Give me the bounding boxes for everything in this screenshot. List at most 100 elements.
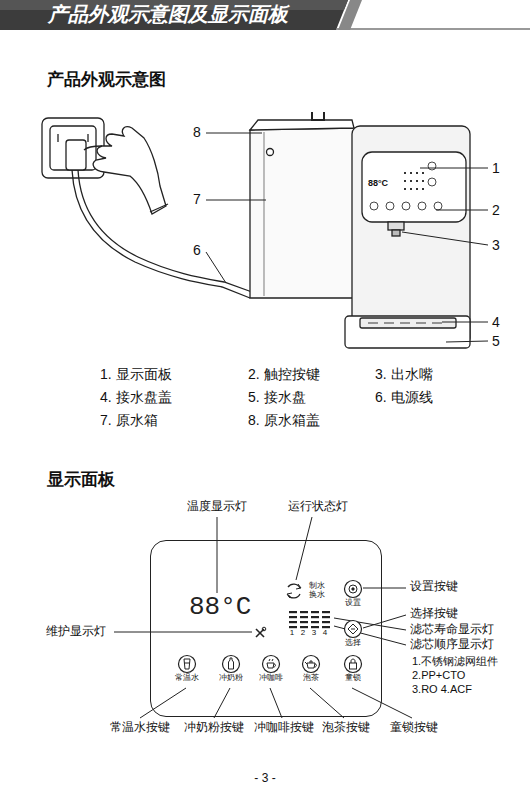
button-label: 设置 (342, 599, 364, 608)
filter-life-bars-stroke (289, 626, 297, 628)
front-tower-stroke (360, 318, 456, 328)
button-label: 冲奶粉 (217, 674, 245, 683)
front-tower-stroke-stroke (402, 202, 410, 210)
front-tower-stroke-stroke (418, 202, 426, 210)
front-tower-stroke (362, 152, 466, 222)
water-tank-stroke (263, 132, 264, 296)
front-tower-stroke-stroke (428, 178, 436, 186)
front-tower-stroke-stroke (422, 180, 424, 182)
filter-life-bars-stroke (300, 621, 308, 623)
front-tower-stroke-stroke (410, 188, 412, 190)
filter-life-bars-stroke (300, 626, 308, 628)
section-heading: 产品外观示意图 (47, 70, 166, 90)
filter-note: 3.RO 4.ACF (412, 683, 472, 696)
hand-stroke (93, 127, 166, 214)
filter-life-bars-stroke (311, 626, 319, 628)
leader-line-stroke (206, 200, 266, 201)
callout-label: 冲奶粉按键 (184, 721, 244, 735)
button-icon (349, 585, 357, 593)
part-list-item: 1. 显示面板 (100, 366, 172, 382)
callout-number: 1 (492, 160, 500, 176)
button-circle-stroke (223, 656, 240, 673)
front-tower-stroke-stroke (410, 180, 412, 182)
button-icon (184, 659, 190, 669)
select-button: 选择 (342, 619, 364, 648)
filter-life-bars-stroke (322, 611, 330, 613)
front-tower-stroke (392, 230, 400, 236)
front-tower-stroke (388, 222, 404, 230)
tank-lid-stroke (312, 112, 324, 120)
leader-line-stroke (363, 588, 406, 589)
callout-number: 8 (193, 124, 201, 140)
callout-label: 设置按键 (410, 580, 458, 594)
callout-number: 4 (492, 314, 500, 330)
front-tower-stroke-stroke (428, 162, 436, 170)
front-tower-stroke-stroke (416, 180, 418, 182)
callout-label: 滤芯寿命显示灯 (410, 623, 494, 637)
maintenance-icon-stroke (262, 627, 266, 631)
leader-line-stroke (442, 322, 488, 323)
button-icon (229, 658, 234, 669)
filter-life-bars (289, 611, 330, 628)
filter-life-bars-stroke (322, 621, 330, 623)
button-icon (267, 659, 275, 668)
maintenance-icon (256, 627, 266, 637)
wall-outlet-stroke (87, 134, 88, 142)
leader-line-stroke (206, 133, 262, 134)
button-circle (221, 654, 241, 674)
callout-number: 3 (492, 237, 500, 253)
button-label: 常温水 (173, 674, 201, 683)
part-list-item: 7. 原水箱 (100, 412, 158, 428)
front-tower-stroke-stroke (422, 188, 424, 190)
part-list-item: 3. 出水嘴 (375, 366, 433, 382)
callout-label: 冲咖啡按键 (254, 721, 314, 735)
callout-label: 运行状态灯 (288, 500, 348, 514)
button-icon-stroke (350, 663, 357, 669)
leader-line-stroke (420, 168, 488, 169)
power-cord-stroke (78, 170, 252, 292)
button-icon-stroke (349, 585, 357, 593)
button-label: 童锁 (342, 674, 364, 683)
button-icon-stroke (351, 659, 355, 663)
button-circle (177, 654, 197, 674)
button-label: 冲咖啡 (257, 674, 285, 683)
leader-line-stroke (352, 688, 412, 718)
coffee-button: 冲咖啡 (257, 654, 285, 683)
power-cord-stroke (66, 140, 86, 170)
water-tank (250, 128, 354, 298)
button-circle (261, 654, 281, 674)
status-text: 制水 换水 (309, 582, 327, 600)
hand-stroke (150, 204, 168, 212)
part-list-item: 4. 接水盘盖 (100, 389, 172, 405)
front-tower-stroke (368, 322, 442, 323)
setting-button: 设置 (342, 579, 364, 608)
part-list-item: 6. 电源线 (375, 389, 433, 405)
callout-number: 6 (193, 242, 201, 258)
milk-button: 冲奶粉 (217, 654, 245, 683)
title-banner-stroke (336, 28, 530, 30)
filter-life-bars-stroke (322, 626, 330, 628)
button-circle (343, 619, 363, 639)
front-tower-stroke-stroke (422, 172, 424, 174)
button-label: 泡茶 (300, 674, 322, 683)
leader-line-stroke (270, 688, 282, 718)
button-icon-stroke (229, 658, 234, 669)
button-label: 选择 (342, 639, 364, 648)
filter-number: 4 (323, 628, 327, 637)
title-banner (0, 0, 530, 30)
callout-label: 温度显示灯 (187, 500, 247, 514)
filter-life-bars-stroke (311, 616, 319, 618)
button-icon-stroke (351, 629, 355, 630)
hand (84, 127, 168, 214)
callout-label: 维护显示灯 (46, 625, 106, 639)
leader-line-stroke (296, 517, 312, 580)
front-tower-stroke-stroke (404, 180, 406, 182)
front-tower-stroke-stroke (370, 202, 378, 210)
title-banner-stroke (338, 0, 362, 30)
button-circle-stroke (345, 621, 362, 638)
wall-outlet-stroke (57, 134, 58, 142)
leader-line-stroke (140, 688, 186, 718)
filter-life-bars-stroke (289, 616, 297, 618)
filter-life-bars-stroke (300, 611, 308, 613)
